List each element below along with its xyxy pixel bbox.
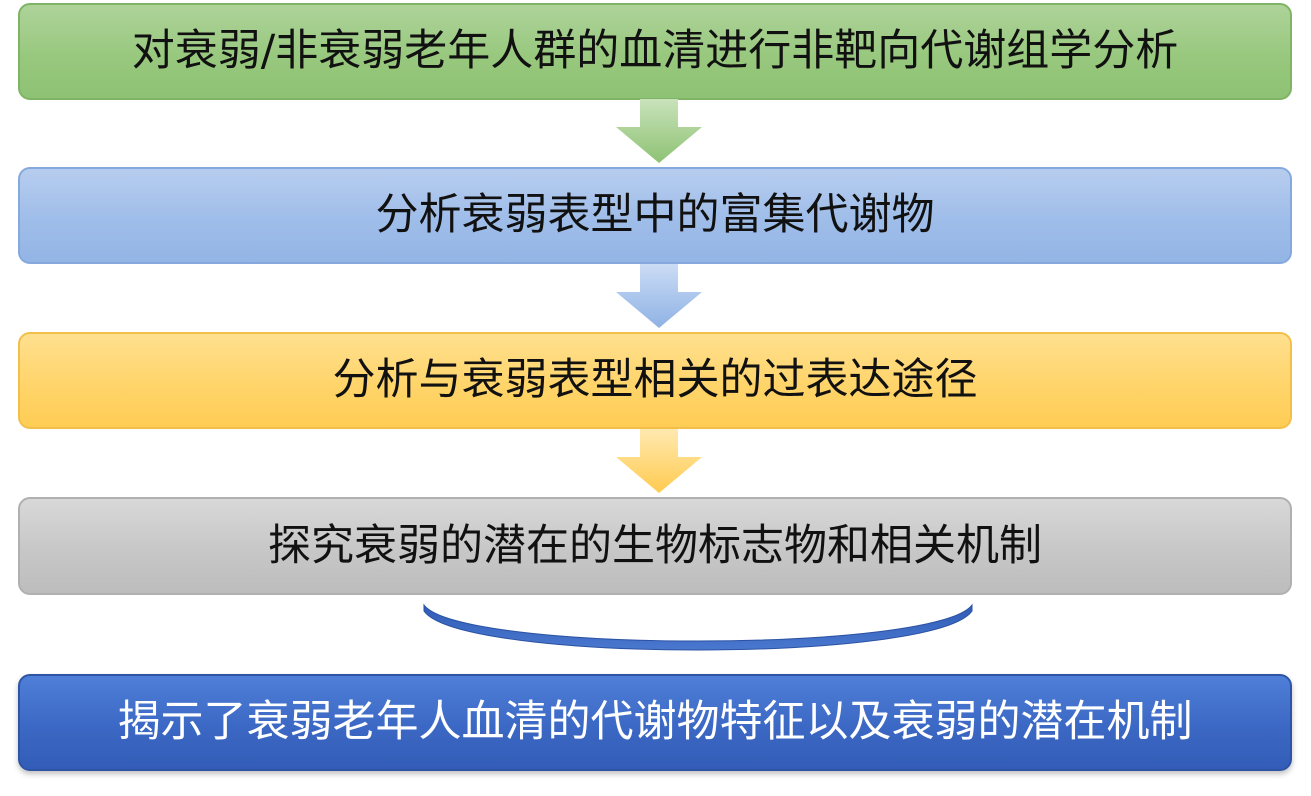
result-box: 揭示了衰弱老年人血清的代谢物特征以及衰弱的潜在机制	[18, 674, 1292, 771]
step-3-label: 分析与衰弱表型相关的过表达途径	[332, 355, 978, 405]
step-2-label: 分析衰弱表型中的富集代谢物	[375, 190, 935, 240]
down-arrow-2-icon	[616, 264, 702, 328]
step-4-box: 探究衰弱的潜在的生物标志物和相关机制	[18, 497, 1292, 595]
down-arrow-1-icon	[616, 99, 702, 163]
step-3-box: 分析与衰弱表型相关的过表达途径	[18, 332, 1292, 429]
curved-bracket-icon	[423, 603, 973, 651]
step-1-box: 对衰弱/非衰弱老年人群的血清进行非靶向代谢组学分析	[18, 3, 1292, 100]
result-label: 揭示了衰弱老年人血清的代谢物特征以及衰弱的潜在机制	[117, 697, 1193, 747]
down-arrow-3-icon	[616, 429, 702, 493]
step-1-label: 对衰弱/非衰弱老年人群的血清进行非靶向代谢组学分析	[131, 26, 1179, 76]
step-4-label: 探究衰弱的潜在的生物标志物和相关机制	[268, 520, 1042, 571]
step-2-box: 分析衰弱表型中的富集代谢物	[18, 167, 1292, 264]
